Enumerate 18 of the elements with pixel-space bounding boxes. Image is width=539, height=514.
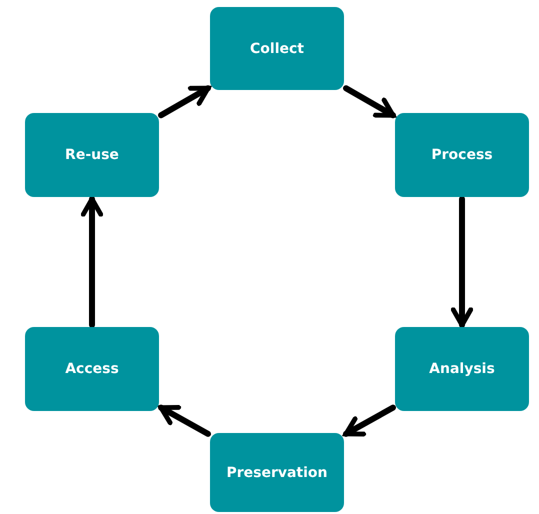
process-box xyxy=(395,113,529,197)
step-label: Process xyxy=(431,147,493,163)
process-box xyxy=(25,327,159,411)
arrow xyxy=(158,85,211,118)
arrow xyxy=(343,404,396,437)
step-label: Preservation xyxy=(226,464,328,480)
arrow xyxy=(343,85,396,118)
step-label: Analysis xyxy=(429,361,495,377)
process-box xyxy=(210,433,344,512)
arrow xyxy=(158,404,211,437)
step-label: Access xyxy=(65,361,119,377)
step-label: Collect xyxy=(250,40,304,56)
arrow xyxy=(80,196,104,328)
step-label: Re-use xyxy=(65,147,119,163)
process-box xyxy=(210,7,344,90)
process-box xyxy=(395,327,529,411)
process-box xyxy=(25,113,159,197)
arrow xyxy=(450,196,474,328)
